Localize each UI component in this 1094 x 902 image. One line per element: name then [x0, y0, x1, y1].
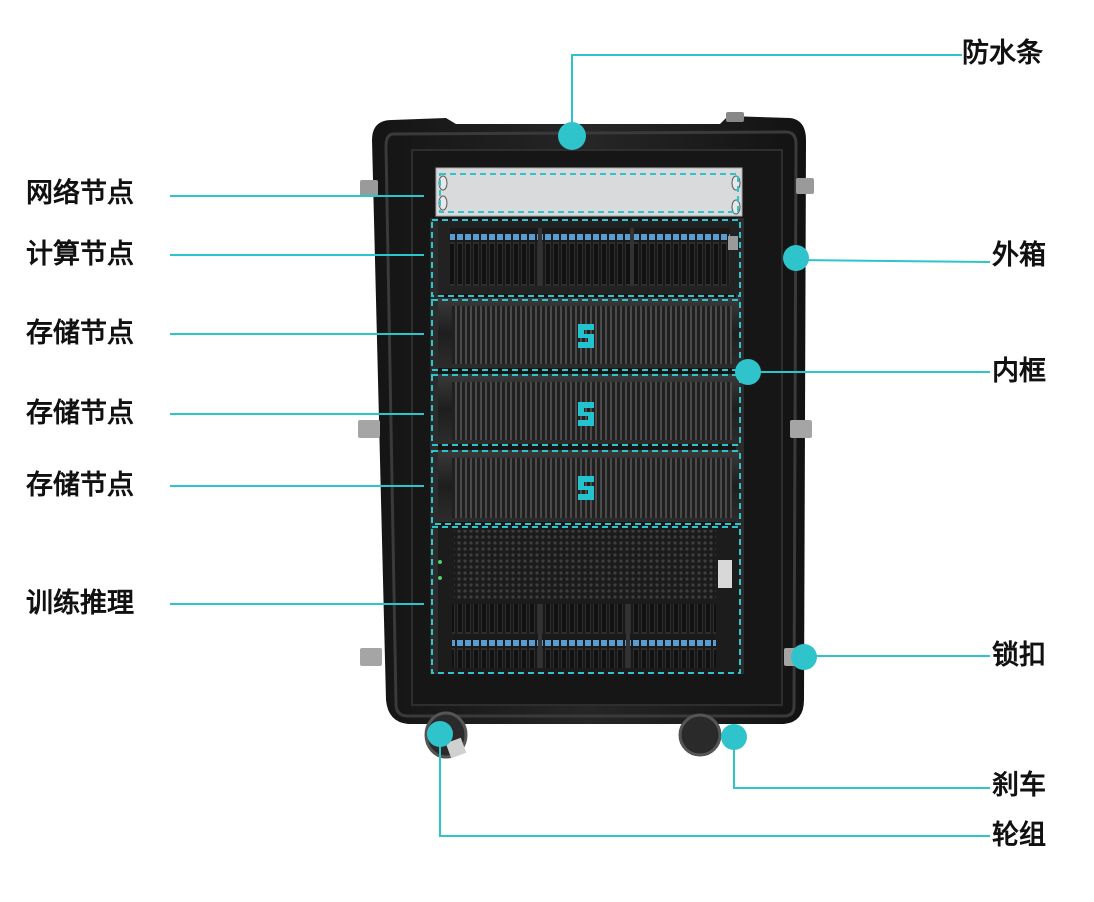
network-node-unit: [435, 167, 743, 217]
left-callout-lines: [170, 195, 424, 605]
label-latch: 锁扣: [992, 640, 1046, 671]
label-inner-frame: 内框: [992, 356, 1046, 387]
label-waterproof-strip: 防水条: [962, 38, 1043, 69]
label-storage-node-3: 存储节点: [26, 470, 134, 501]
label-network-node: 网络节点: [26, 178, 134, 209]
storage-node-unit-1: [438, 298, 740, 368]
label-wheel-set: 轮组: [992, 820, 1046, 851]
right-callout-lines: [439, 54, 991, 837]
label-training-inference: 训练推理: [26, 588, 134, 619]
training-inference-unit: [438, 526, 740, 674]
label-storage-node-1: 存储节点: [26, 318, 134, 349]
label-brake: 刹车: [992, 770, 1046, 801]
callout-dots: [427, 122, 817, 750]
storage-node-unit-2: [438, 374, 740, 444]
label-outer-case: 外箱: [992, 240, 1046, 271]
callout-dashed-boxes: [431, 173, 741, 674]
label-storage-node-2: 存储节点: [26, 398, 134, 429]
compute-node-unit: [438, 220, 740, 294]
label-compute-node: 计算节点: [26, 239, 134, 270]
storage-node-unit-3: [438, 450, 740, 522]
